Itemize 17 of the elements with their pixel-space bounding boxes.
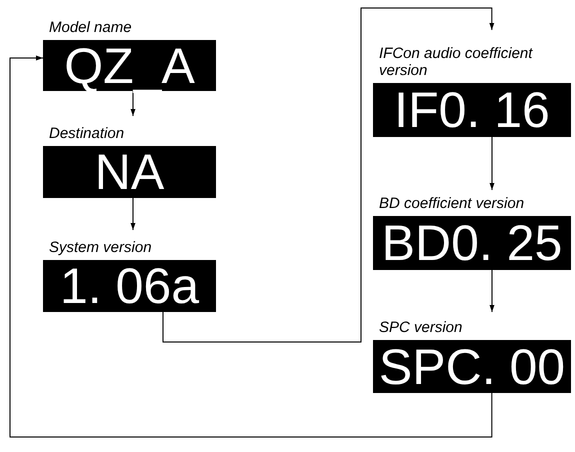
display-readout: BD0. 25	[373, 216, 571, 270]
arrow	[10, 56, 492, 438]
display-readout: IF0. 16	[373, 83, 571, 137]
arrow	[130, 90, 136, 116]
field-label: Model name	[48, 18, 133, 38]
display-readout: 1. 06a	[43, 260, 216, 312]
field-label: SPC version	[378, 318, 464, 338]
field-label: IFCon audio coefficient version	[378, 44, 534, 81]
field-label: BD coefficient version	[378, 194, 526, 214]
field-label: Destination	[48, 124, 126, 144]
arrow	[162, 8, 494, 342]
arrow	[490, 136, 494, 190]
display-readout: SPC. 00	[373, 340, 571, 393]
arrow	[490, 270, 494, 312]
arrow	[130, 198, 136, 230]
display-readout: NA	[43, 146, 216, 198]
field-label: System version	[48, 238, 153, 258]
